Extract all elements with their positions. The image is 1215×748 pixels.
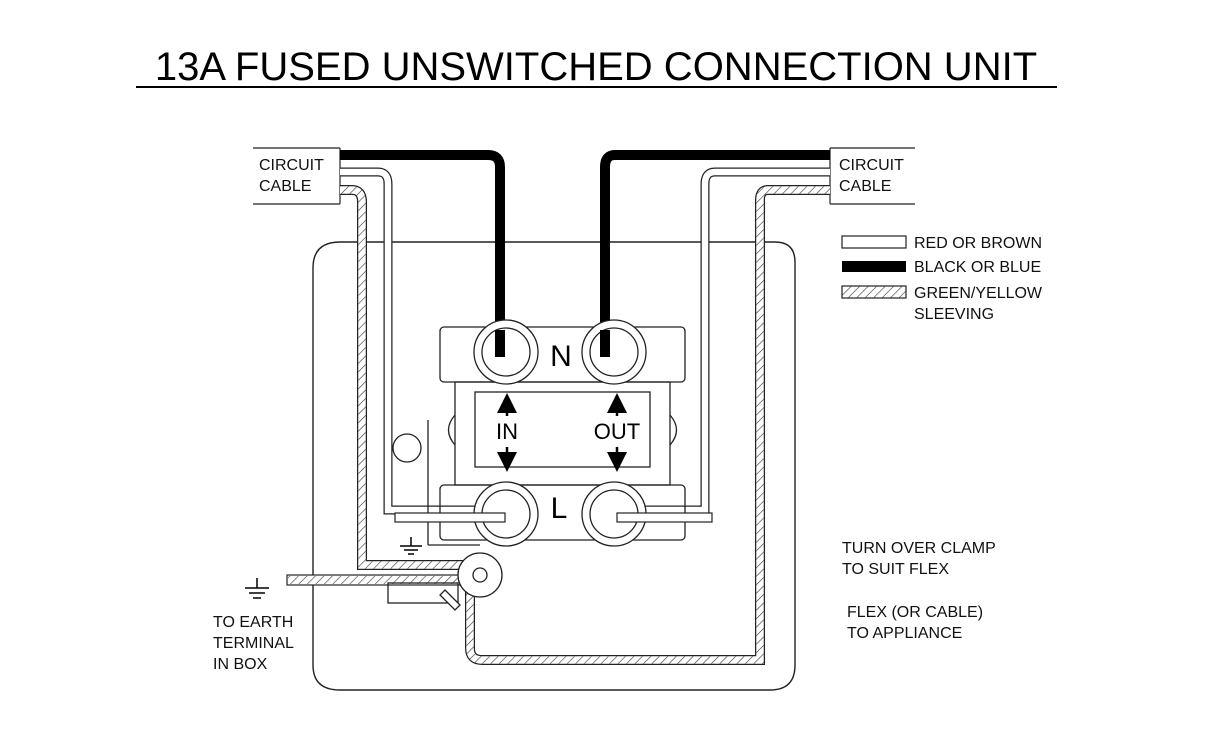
legend-green-label-line2: SLEEVING: [914, 306, 994, 323]
clamp-note-line2: TO SUIT FLEX: [842, 561, 949, 578]
legend: RED OR BROWN BLACK OR BLUE GREEN/YELLOW …: [841, 235, 1043, 323]
live-out-terminal: [581, 481, 647, 547]
legend-green-item: GREEN/YELLOW SLEEVING: [841, 285, 1043, 323]
neutral-out-terminal: [581, 319, 647, 385]
left-cable-block: CIRCUIT CABLE: [253, 147, 341, 205]
legend-black-item: BLACK OR BLUE: [842, 259, 1041, 276]
earth-sleeve-right: [465, 185, 830, 665]
flex-note-line2: TO APPLIANCE: [847, 625, 962, 642]
out-label: OUT: [594, 419, 640, 444]
neutral-label: N: [550, 340, 572, 373]
legend-green-swatch: [841, 285, 907, 299]
left-cable-label-line2: CABLE: [259, 178, 311, 195]
neutral-wires: [340, 150, 830, 355]
page-title: 13A FUSED UNSWITCHED CONNECTION UNIT: [155, 45, 1037, 89]
earth-symbol-unit: [400, 537, 422, 555]
live-wire-left: [340, 167, 505, 515]
earth-sleeve-left: [340, 185, 470, 570]
legend-red-label: RED OR BROWN: [914, 235, 1042, 252]
right-cable-block: CIRCUIT CABLE: [829, 147, 915, 205]
legend-red-swatch: [841, 235, 907, 249]
neutral-in-terminal: [473, 319, 539, 385]
flex-note-line1: FLEX (OR CABLE): [847, 604, 983, 621]
right-cable-label-line1: CIRCUIT: [839, 157, 904, 174]
live-out-wire-end: [616, 512, 713, 523]
terminal-block: [387, 326, 686, 604]
earth-note-line3: IN BOX: [213, 656, 268, 673]
earth-note-line2: TERMINAL: [213, 635, 294, 652]
clamp-note-line1: TURN OVER CLAMP: [842, 540, 996, 557]
back-box: [312, 241, 796, 691]
legend-black-swatch: [842, 261, 906, 272]
right-cable-label-line2: CABLE: [839, 178, 891, 195]
live-label: L: [551, 492, 568, 525]
left-cable-label-line1: CIRCUIT: [259, 157, 324, 174]
in-label: IN: [496, 419, 518, 444]
live-wire-right: [618, 167, 830, 515]
earth-note-line1: TO EARTH: [213, 614, 293, 631]
legend-black-label: BLACK OR BLUE: [914, 259, 1041, 276]
flex-clamp: [439, 552, 503, 611]
legend-red-item: RED OR BROWN: [841, 235, 1042, 252]
live-in-wire-end: [394, 512, 506, 523]
earth-symbol-box: [245, 578, 269, 599]
legend-green-label-line1: GREEN/YELLOW: [914, 285, 1043, 302]
